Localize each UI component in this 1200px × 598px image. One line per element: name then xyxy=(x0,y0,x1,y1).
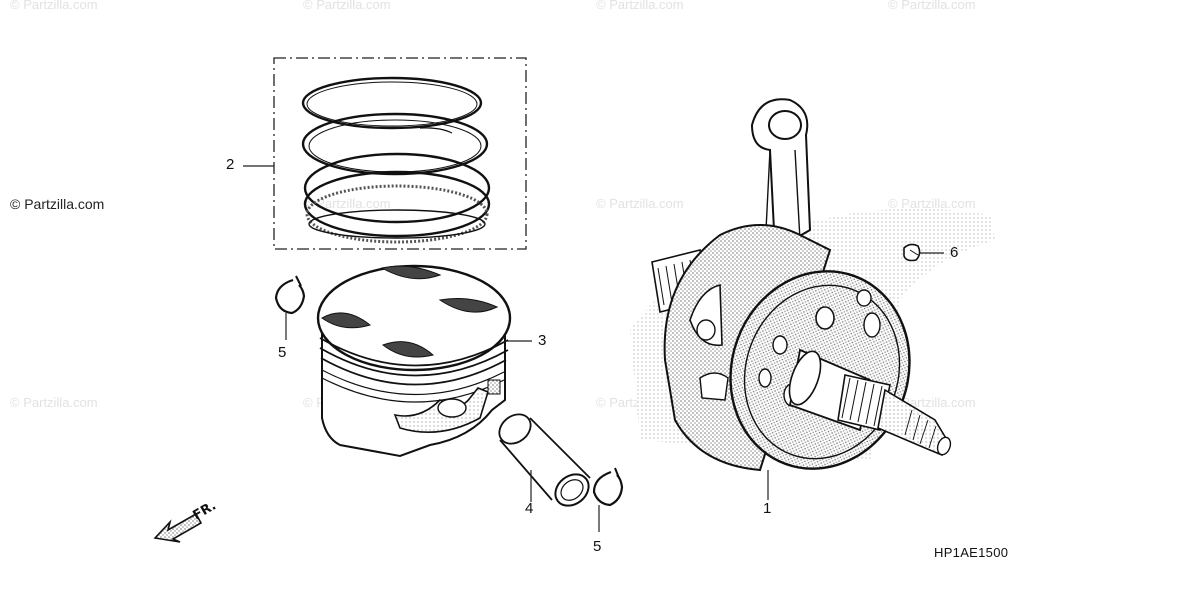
watermark: © Partzilla.com xyxy=(10,395,98,410)
front-arrow-label: FR. xyxy=(191,498,219,523)
watermark: © Partzilla.com xyxy=(596,196,684,211)
watermark: © Partzilla.com xyxy=(10,0,98,12)
woodruff-key[interactable] xyxy=(903,243,921,262)
crankshaft-assembly[interactable] xyxy=(630,98,995,494)
watermark: © Partzilla.com xyxy=(303,196,391,211)
callout-clip-lower[interactable]: 5 xyxy=(593,538,602,555)
callout-ring-set[interactable]: 2 xyxy=(226,156,235,173)
piston-pin-clip-lower[interactable] xyxy=(592,467,624,507)
watermark: © Partzilla.com xyxy=(888,0,976,12)
watermark: © Partzilla.com xyxy=(303,0,391,12)
watermark-featured: © Partzilla.com xyxy=(10,196,105,212)
callout-crankshaft[interactable]: 1 xyxy=(763,500,772,517)
piston-pin-clip-upper[interactable] xyxy=(274,275,306,315)
piston-ring-set[interactable] xyxy=(273,57,527,250)
watermark: © Partzilla.com xyxy=(596,0,684,12)
callout-piston-pin[interactable]: 4 xyxy=(525,500,534,517)
callout-woodruff-key[interactable]: 6 xyxy=(950,244,959,261)
diagram-reference-code: HP1AE1500 xyxy=(934,545,1009,560)
watermark: © Partzilla.com xyxy=(888,196,976,211)
ring-set-bracket xyxy=(273,57,527,250)
callout-clip-upper[interactable]: 5 xyxy=(278,344,287,361)
piston[interactable] xyxy=(316,264,512,458)
front-direction-arrow: FR. xyxy=(153,498,219,543)
piston-pin[interactable] xyxy=(494,408,595,512)
callout-piston[interactable]: 3 xyxy=(538,332,547,349)
